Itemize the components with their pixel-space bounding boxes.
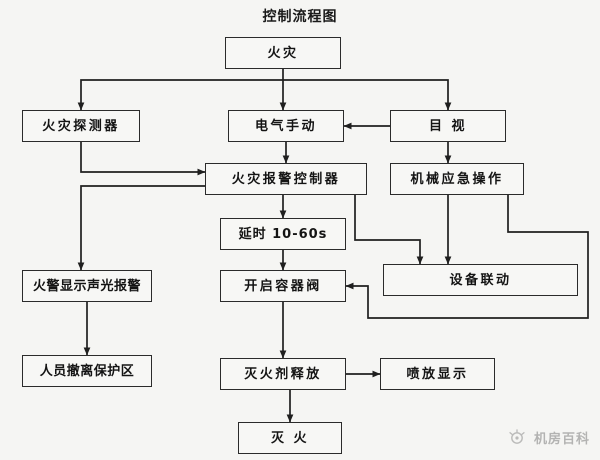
node-fire-detector[interactable]: 火灾探测器 — [22, 110, 140, 142]
edge-detector-to-controller — [80, 142, 206, 176]
edge-controller-to-alarm-display — [77, 185, 205, 271]
node-fire-alarm-controller[interactable]: 火灾报警控制器 — [205, 163, 367, 195]
node-spray-display[interactable]: 喷放显示 — [380, 358, 495, 390]
node-electric-manual[interactable]: 电气手动 — [228, 110, 344, 142]
watermark: 机房百科 — [506, 426, 590, 448]
node-fire-alarm-display[interactable]: 火警显示声光报警 — [22, 270, 152, 302]
node-visual-observation[interactable]: 目 视 — [390, 110, 506, 142]
node-mechanical-emergency-operation[interactable]: 机械应急操作 — [390, 163, 524, 195]
node-personnel-evacuation[interactable]: 人员撤离保护区 — [22, 355, 152, 387]
edge-mech-rail-to-valve — [345, 195, 589, 319]
circle-logo-icon — [509, 429, 525, 444]
edge-bus-to-detector — [77, 79, 283, 111]
node-equipment-linkage[interactable]: 设备联动 — [383, 264, 578, 296]
node-extinguishant-release[interactable]: 灭火剂释放 — [220, 358, 346, 390]
watermark-text: 机房百科 — [533, 431, 590, 447]
node-open-container-valve[interactable]: 开启容器阀 — [220, 270, 346, 302]
edge-controller-to-linkage — [354, 195, 424, 265]
node-fire[interactable]: 火灾 — [225, 37, 341, 69]
page-title: 控制流程图 — [262, 9, 338, 25]
node-delay[interactable]: 延时 10-60s — [220, 218, 346, 250]
edge-bus-to-visual — [283, 79, 452, 111]
node-extinguish[interactable]: 灭 火 — [238, 422, 342, 454]
